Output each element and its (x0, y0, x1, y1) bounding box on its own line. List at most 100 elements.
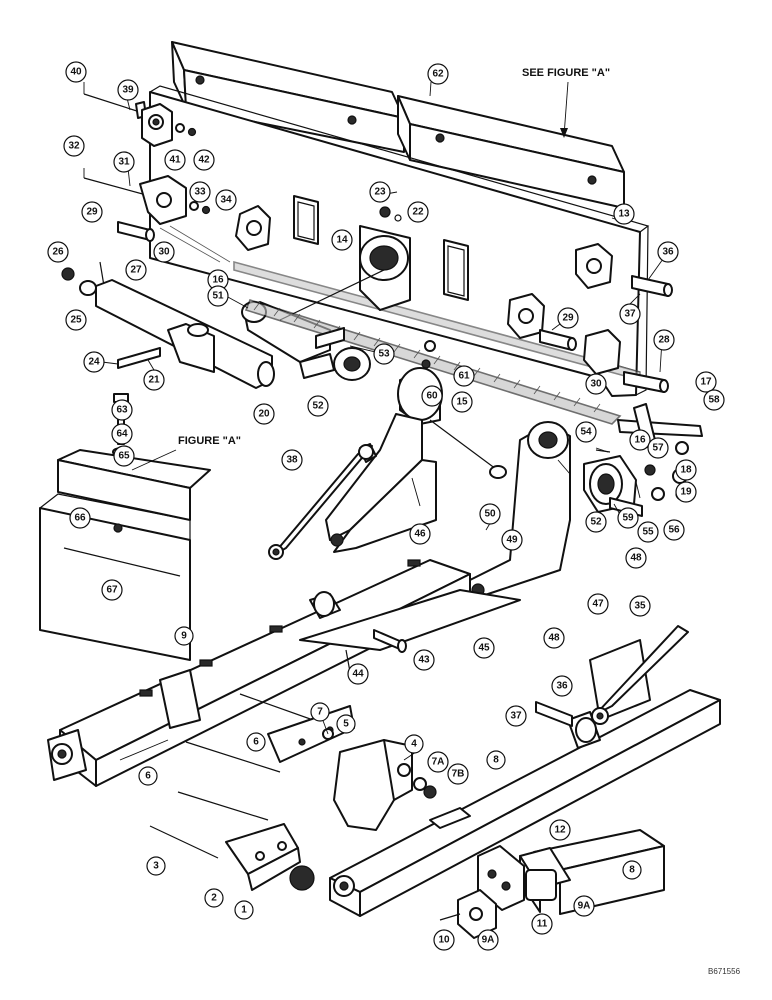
callout-circle (111, 423, 133, 445)
callout-label: 43 (418, 655, 430, 666)
callout-circle (174, 626, 194, 646)
callout-11: 11 (531, 913, 553, 935)
callout-label: 3 (153, 861, 159, 872)
callout-circle (65, 61, 87, 83)
callout-circle (622, 860, 642, 880)
top-link-brackets (83, 93, 621, 375)
callout-label: 49 (506, 535, 518, 546)
callout-circle (585, 511, 607, 533)
callout-label: 4 (411, 739, 417, 750)
callout-28: 28 (653, 329, 675, 351)
callout-6: 6 (246, 732, 266, 752)
callout-label: 33 (194, 187, 206, 198)
callout-circle (473, 637, 495, 659)
callout-62: 62 (427, 63, 449, 85)
callout-label: 30 (158, 247, 170, 258)
callout-circle (369, 181, 391, 203)
callout-label: 30 (590, 379, 602, 390)
callout-label: 29 (86, 207, 98, 218)
callout-label: 19 (680, 487, 692, 498)
callout-label: 14 (336, 235, 348, 246)
callout-circle (138, 766, 158, 786)
callout-label: 32 (68, 141, 80, 152)
callout-label: 50 (484, 509, 496, 520)
callout-52: 52 (307, 395, 329, 417)
callout-label: 54 (580, 427, 592, 438)
callout-7B: 7B (447, 763, 469, 785)
callout-circle (557, 307, 579, 329)
callout-label: 65 (118, 451, 130, 462)
callout-24: 24 (83, 351, 105, 373)
callout-circle (125, 259, 147, 281)
callout-circle (63, 135, 85, 157)
callout-label: 40 (70, 67, 82, 78)
callout-label: 23 (374, 187, 386, 198)
callout-label: 36 (556, 681, 568, 692)
callout-label: 9 (181, 631, 187, 642)
callout-circle (531, 913, 553, 935)
callout-circle (413, 649, 435, 671)
callout-4: 4 (404, 734, 424, 754)
callout-17: 17 (695, 371, 717, 393)
callout-45: 45 (473, 637, 495, 659)
callout-circle (433, 929, 455, 951)
callout-56: 56 (663, 519, 685, 541)
hitch-parts (149, 693, 437, 891)
callout-circle (619, 303, 641, 325)
callout-circle (215, 189, 237, 211)
callout-label: 59 (622, 513, 634, 524)
callout-63: 63 (111, 399, 133, 421)
callout-label: 16 (634, 435, 646, 446)
callout-circle (373, 343, 395, 365)
callout-circle (647, 437, 669, 459)
callout-circle (675, 459, 697, 481)
callout-circle (69, 507, 91, 529)
callout-circle (204, 888, 224, 908)
callout-label: 18 (680, 465, 692, 476)
callout-circle (613, 203, 635, 225)
callout-circle (587, 593, 609, 615)
callout-circle (573, 895, 595, 917)
callout-49: 49 (501, 529, 523, 551)
callout-circle (486, 750, 506, 770)
callout-circle (629, 595, 651, 617)
callout-label: 44 (352, 669, 364, 680)
callout-15: 15 (451, 391, 473, 413)
callout-circle (629, 429, 651, 451)
callout-51: 51 (207, 285, 229, 307)
callout-label: 63 (116, 405, 128, 416)
callout-12: 12 (549, 819, 571, 841)
callout-42: 42 (193, 149, 215, 171)
callout-label: 29 (562, 313, 574, 324)
callout-46: 46 (409, 523, 431, 545)
callout-label: 7 (317, 707, 323, 718)
callout-label: 35 (634, 601, 646, 612)
drawing-code: B671556 (708, 967, 741, 976)
main-frame-beam (47, 559, 521, 787)
callout-circle (479, 503, 501, 525)
callout-label: 48 (548, 633, 560, 644)
lift-cylinder-right (591, 625, 689, 725)
callout-circle (549, 819, 571, 841)
callout-label: 9A (578, 901, 591, 912)
callout-8: 8 (486, 750, 506, 770)
callout-3: 3 (146, 856, 166, 876)
callout-circle (695, 371, 717, 393)
callout-43: 43 (413, 649, 435, 671)
left-arm-assembly (61, 267, 275, 389)
callout-circle (164, 149, 186, 171)
callout-label: 16 (212, 275, 224, 286)
callout-47: 47 (587, 593, 609, 615)
callout-circle (657, 241, 679, 263)
lift-cylinder-left (268, 443, 377, 560)
callout-35: 35 (629, 595, 651, 617)
callout-33: 33 (189, 181, 211, 203)
callout-circle (83, 351, 105, 373)
callout-36: 36 (657, 241, 679, 263)
callout-39: 39 (117, 79, 139, 101)
callout-circle (675, 481, 697, 503)
callout-circle (65, 309, 87, 331)
callout-label: 37 (510, 711, 522, 722)
callout-label: 38 (286, 455, 298, 466)
